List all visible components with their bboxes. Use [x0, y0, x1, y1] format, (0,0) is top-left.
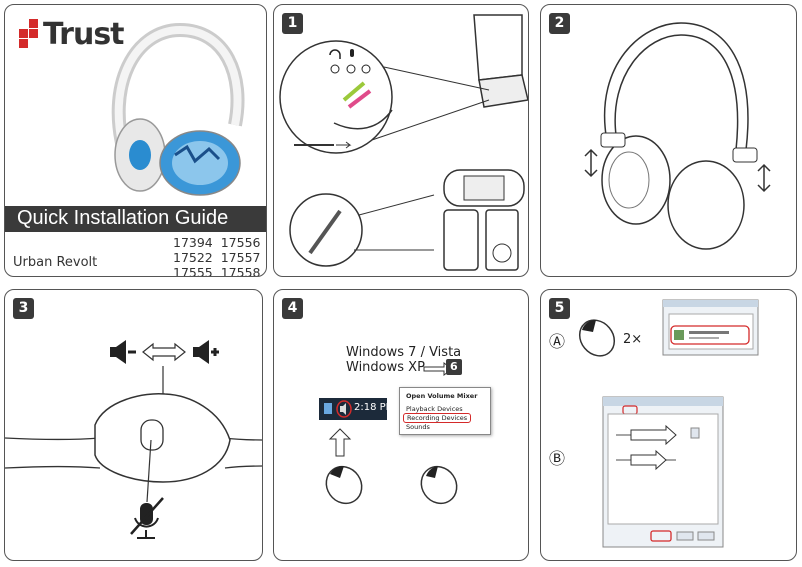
step-3-panel: 3 — [4, 289, 263, 561]
step-number: 3 — [13, 298, 34, 319]
menu-item-playback-devices[interactable]: Playback Devices — [406, 405, 463, 413]
marker-b: Ⓑ — [549, 449, 566, 468]
cover-panel: Trust Quick Installation Guide Urban Rev… — [4, 4, 267, 277]
step-2-panel: 2 — [540, 4, 797, 277]
menu-item-sounds[interactable]: Sounds — [406, 423, 430, 431]
model-number: 17555 — [173, 265, 213, 277]
guide-title: Quick Installation Guide — [17, 207, 229, 229]
connection-diagram — [279, 14, 528, 271]
product-name: Urban Revolt — [13, 255, 98, 270]
model-row: 17394 17556 — [173, 235, 260, 250]
click-count: 2× — [623, 332, 643, 347]
marker-a: Ⓐ — [549, 332, 566, 351]
model-number: 17557 — [220, 250, 261, 265]
brand-logo-text: Trust — [43, 17, 125, 52]
os-line-1: Windows 7 / Vista — [346, 345, 462, 360]
step-ref-badge — [446, 359, 462, 375]
trust-logo-icon — [19, 19, 38, 48]
menu-item-open-volume-mixer[interactable]: Open Volume Mixer — [406, 392, 478, 400]
taskbar-clock: 2:18 PM — [354, 402, 395, 413]
menu-item-recording-devices[interactable]: Recording Devices — [403, 413, 472, 423]
headphone-adjust-diagram — [584, 22, 771, 250]
speaker-icon[interactable] — [274, 290, 529, 561]
step-ref-number: 6 — [450, 360, 458, 373]
inline-control-diagram — [5, 340, 262, 539]
step-4-panel: Windows 7 / Vista Windows XP 6 2:18 PM O… — [273, 289, 529, 561]
step-5-panel: Ⓐ Ⓑ 2× 5 — [540, 289, 797, 561]
taskbar-tray — [319, 398, 387, 420]
model-number: 17558 — [220, 265, 261, 277]
step-number: 1 — [282, 13, 303, 34]
title-banner — [5, 206, 266, 232]
headphone-product-image — [111, 22, 245, 196]
volume-context-menu: Open Volume Mixer Playback Devices Recor… — [399, 387, 491, 435]
step-5-diagram — [578, 299, 759, 548]
model-row: 17522 17557 — [173, 250, 260, 265]
model-number: 17394 — [173, 235, 213, 250]
model-number: 17556 — [220, 235, 261, 250]
model-row: 17555 17558 — [173, 265, 261, 277]
model-numbers: 17394 17556 17522 17557 17555 17558 — [173, 235, 261, 277]
step-number: 5 — [549, 298, 570, 319]
os-line-2: Windows XP — [346, 360, 425, 375]
step-number: 4 — [282, 298, 303, 319]
model-number: 17522 — [173, 250, 213, 265]
step-1-panel: 1 — [273, 4, 529, 277]
step-number: 2 — [549, 13, 570, 34]
